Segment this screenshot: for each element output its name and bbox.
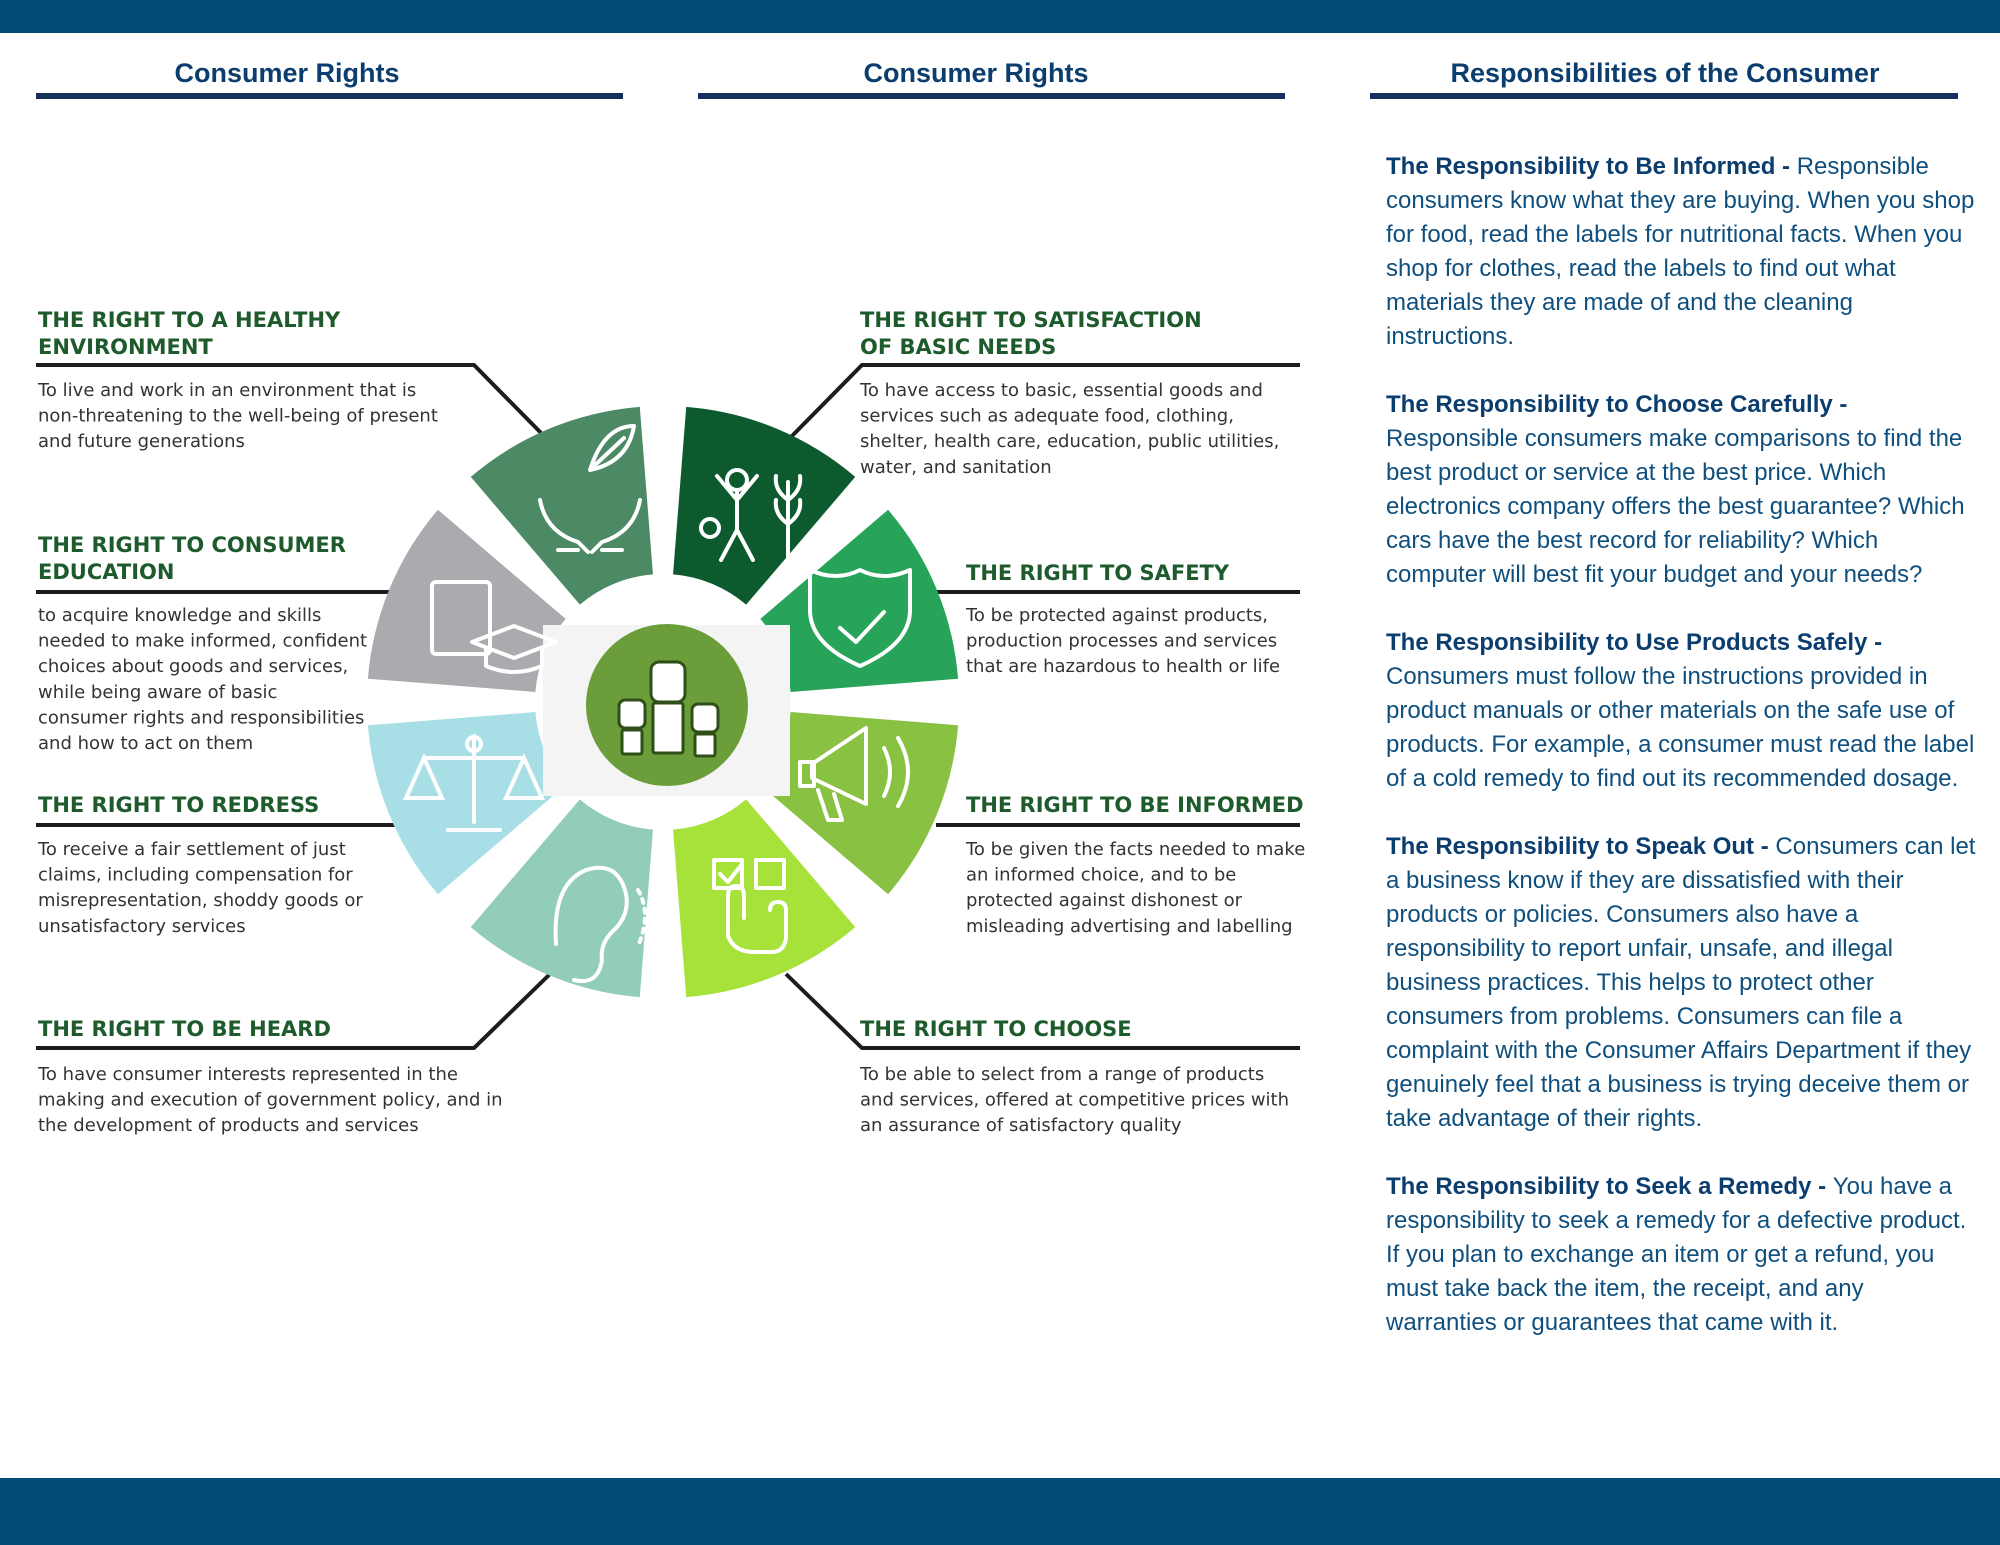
- right-heading: Responsibilities of the Consumer: [1450, 58, 1880, 88]
- wedge-consumer-education: [367, 509, 566, 692]
- right-title-healthy-environment: ENVIRONMENT: [38, 335, 213, 359]
- right-title-healthy-environment: THE RIGHT TO A HEALTHY: [38, 308, 341, 332]
- right-description-healthy-environment: To live and work in an environment that …: [37, 380, 416, 401]
- ear-icon: [553, 865, 665, 983]
- right-description-healthy-environment: non-threatening to the well-being of pre…: [38, 406, 438, 427]
- responsibility-body: Responsible consumers know what they are…: [1386, 153, 1975, 350]
- right-description-basic-needs: shelter, health care, education, public …: [860, 431, 1279, 452]
- person-plant-icon: [699, 468, 803, 564]
- right-title-basic-needs: THE RIGHT TO SATISFACTION: [860, 308, 1202, 332]
- hands-leaf-icon: [538, 424, 642, 554]
- left-heading-rule: [36, 93, 623, 99]
- right-description-consumer-education: choices about goods and services,: [38, 656, 348, 677]
- right-title-consumer-education: THE RIGHT TO CONSUMER: [38, 533, 346, 557]
- responsibility-title: The Responsibility to Choose Carefully -: [1386, 391, 1848, 418]
- right-description-choose: and services, offered at competitive pri…: [860, 1090, 1289, 1111]
- right-title-consumer-education: EDUCATION: [38, 560, 174, 584]
- right-title-be-heard: THE RIGHT TO BE HEARD: [38, 1017, 331, 1041]
- responsibility-body: Responsible consumers make comparisons t…: [1386, 425, 1965, 588]
- responsibility-title: The Responsibility to Seek a Remedy -: [1386, 1173, 1833, 1200]
- responsibility-item: The Responsibility to Seek a Remedy - Yo…: [1386, 1170, 1978, 1340]
- shield-check-icon: [808, 568, 912, 668]
- right-description-be-informed: an informed choice, and to be: [966, 865, 1236, 886]
- right-title-redress: THE RIGHT TO REDRESS: [38, 793, 319, 817]
- right-title-be-informed: THE RIGHT TO BE INFORMED: [966, 793, 1304, 817]
- top-banner: [0, 0, 2000, 33]
- consumer-rights-infographic: THE RIGHT TO A HEALTHY ENVIRONMENT To live…: [36, 308, 1305, 1136]
- middle-heading: Consumer Rights: [863, 58, 1089, 88]
- right-description-be-informed: To be given the facts needed to make: [965, 839, 1305, 860]
- right-heading-rule: [1370, 93, 1958, 99]
- right-description-be-heard: the development of products and services: [38, 1115, 419, 1136]
- hand-checkbox-icon: [712, 858, 788, 954]
- right-description-consumer-education: consumer rights and responsibilities: [38, 707, 364, 728]
- right-description-healthy-environment: and future generations: [38, 431, 245, 452]
- responsibility-body: Consumers must follow the instructions p…: [1386, 663, 1975, 792]
- right-title-choose: THE RIGHT TO CHOOSE: [860, 1017, 1132, 1041]
- connector-basic-needs: [786, 363, 1300, 442]
- right-description-redress: claims, including compensation for: [38, 865, 353, 886]
- right-title-basic-needs: OF BASIC NEEDS: [860, 335, 1056, 359]
- raised-fists-icon: [617, 660, 720, 758]
- responsibility-item: The Responsibility to Choose Carefully -…: [1386, 388, 1978, 592]
- responsibility-title: The Responsibility to Use Products Safel…: [1386, 629, 1883, 656]
- right-description-consumer-education: and how to act on them: [38, 733, 253, 754]
- connector-be-heard: [36, 972, 552, 1050]
- right-description-redress: To receive a fair settlement of just: [37, 839, 346, 860]
- right-description-be-heard: To have consumer interests represented i…: [37, 1064, 458, 1085]
- middle-heading-rule: [698, 93, 1285, 99]
- wedge-basic-needs: [673, 406, 856, 605]
- megaphone-icon: [798, 726, 910, 822]
- right-description-be-informed: protected against dishonest or: [966, 890, 1243, 911]
- responsibility-item: The Responsibility to Speak Out - Consum…: [1386, 830, 1978, 1136]
- right-description-consumer-education: while being aware of basic: [38, 682, 277, 703]
- responsibility-item: The Responsibility to Be Informed - Resp…: [1386, 150, 1978, 354]
- right-description-safety: To be protected against products,: [965, 605, 1268, 626]
- responsibility-title: The Responsibility to Be Informed -: [1386, 153, 1797, 180]
- right-description-safety: production processes and services: [966, 631, 1277, 652]
- responsibility-body: Consumers can let a business know if the…: [1386, 833, 1976, 1132]
- responsibility-body: You have a responsibility to seek a reme…: [1386, 1173, 1967, 1336]
- left-heading: Consumer Rights: [174, 58, 400, 88]
- wedge-choose: [673, 799, 856, 998]
- right-description-be-informed: misleading advertising and labelling: [966, 916, 1293, 937]
- right-description-choose: To be able to select from a range of pro…: [859, 1064, 1264, 1085]
- connector-choose: [784, 972, 1300, 1050]
- wedge-healthy-environment: [470, 406, 653, 605]
- right-description-consumer-education: needed to make informed, confident: [38, 631, 367, 652]
- right-description-redress: unsatisfactory services: [38, 916, 246, 937]
- wedge-safety: [760, 509, 959, 692]
- right-description-consumer-education: to acquire knowledge and skills: [38, 605, 321, 626]
- right-description-choose: an assurance of satisfactory quality: [860, 1115, 1182, 1136]
- wedge-be-informed: [760, 712, 959, 895]
- right-description-be-heard: making and execution of government polic…: [38, 1090, 503, 1111]
- right-description-basic-needs: services such as adequate food, clothing…: [860, 406, 1234, 427]
- bottom-banner: [0, 1478, 2000, 1545]
- right-description-basic-needs: water, and sanitation: [860, 457, 1052, 478]
- responsibility-item: The Responsibility to Use Products Safel…: [1386, 626, 1978, 796]
- right-description-basic-needs: To have access to basic, essential goods…: [859, 380, 1263, 401]
- graduation-cap-book-icon: [430, 580, 558, 674]
- responsibilities-column: The Responsibility to Be Informed - Resp…: [1386, 150, 1978, 1374]
- right-description-safety: that are hazardous to health or life: [966, 656, 1280, 677]
- scales-icon: [402, 734, 546, 832]
- connector-healthy-environment: [36, 363, 550, 442]
- right-description-redress: misrepresentation, shoddy goods or: [38, 890, 363, 911]
- right-title-safety: THE RIGHT TO SAFETY: [966, 561, 1230, 585]
- responsibility-title: The Responsibility to Speak Out -: [1386, 833, 1776, 860]
